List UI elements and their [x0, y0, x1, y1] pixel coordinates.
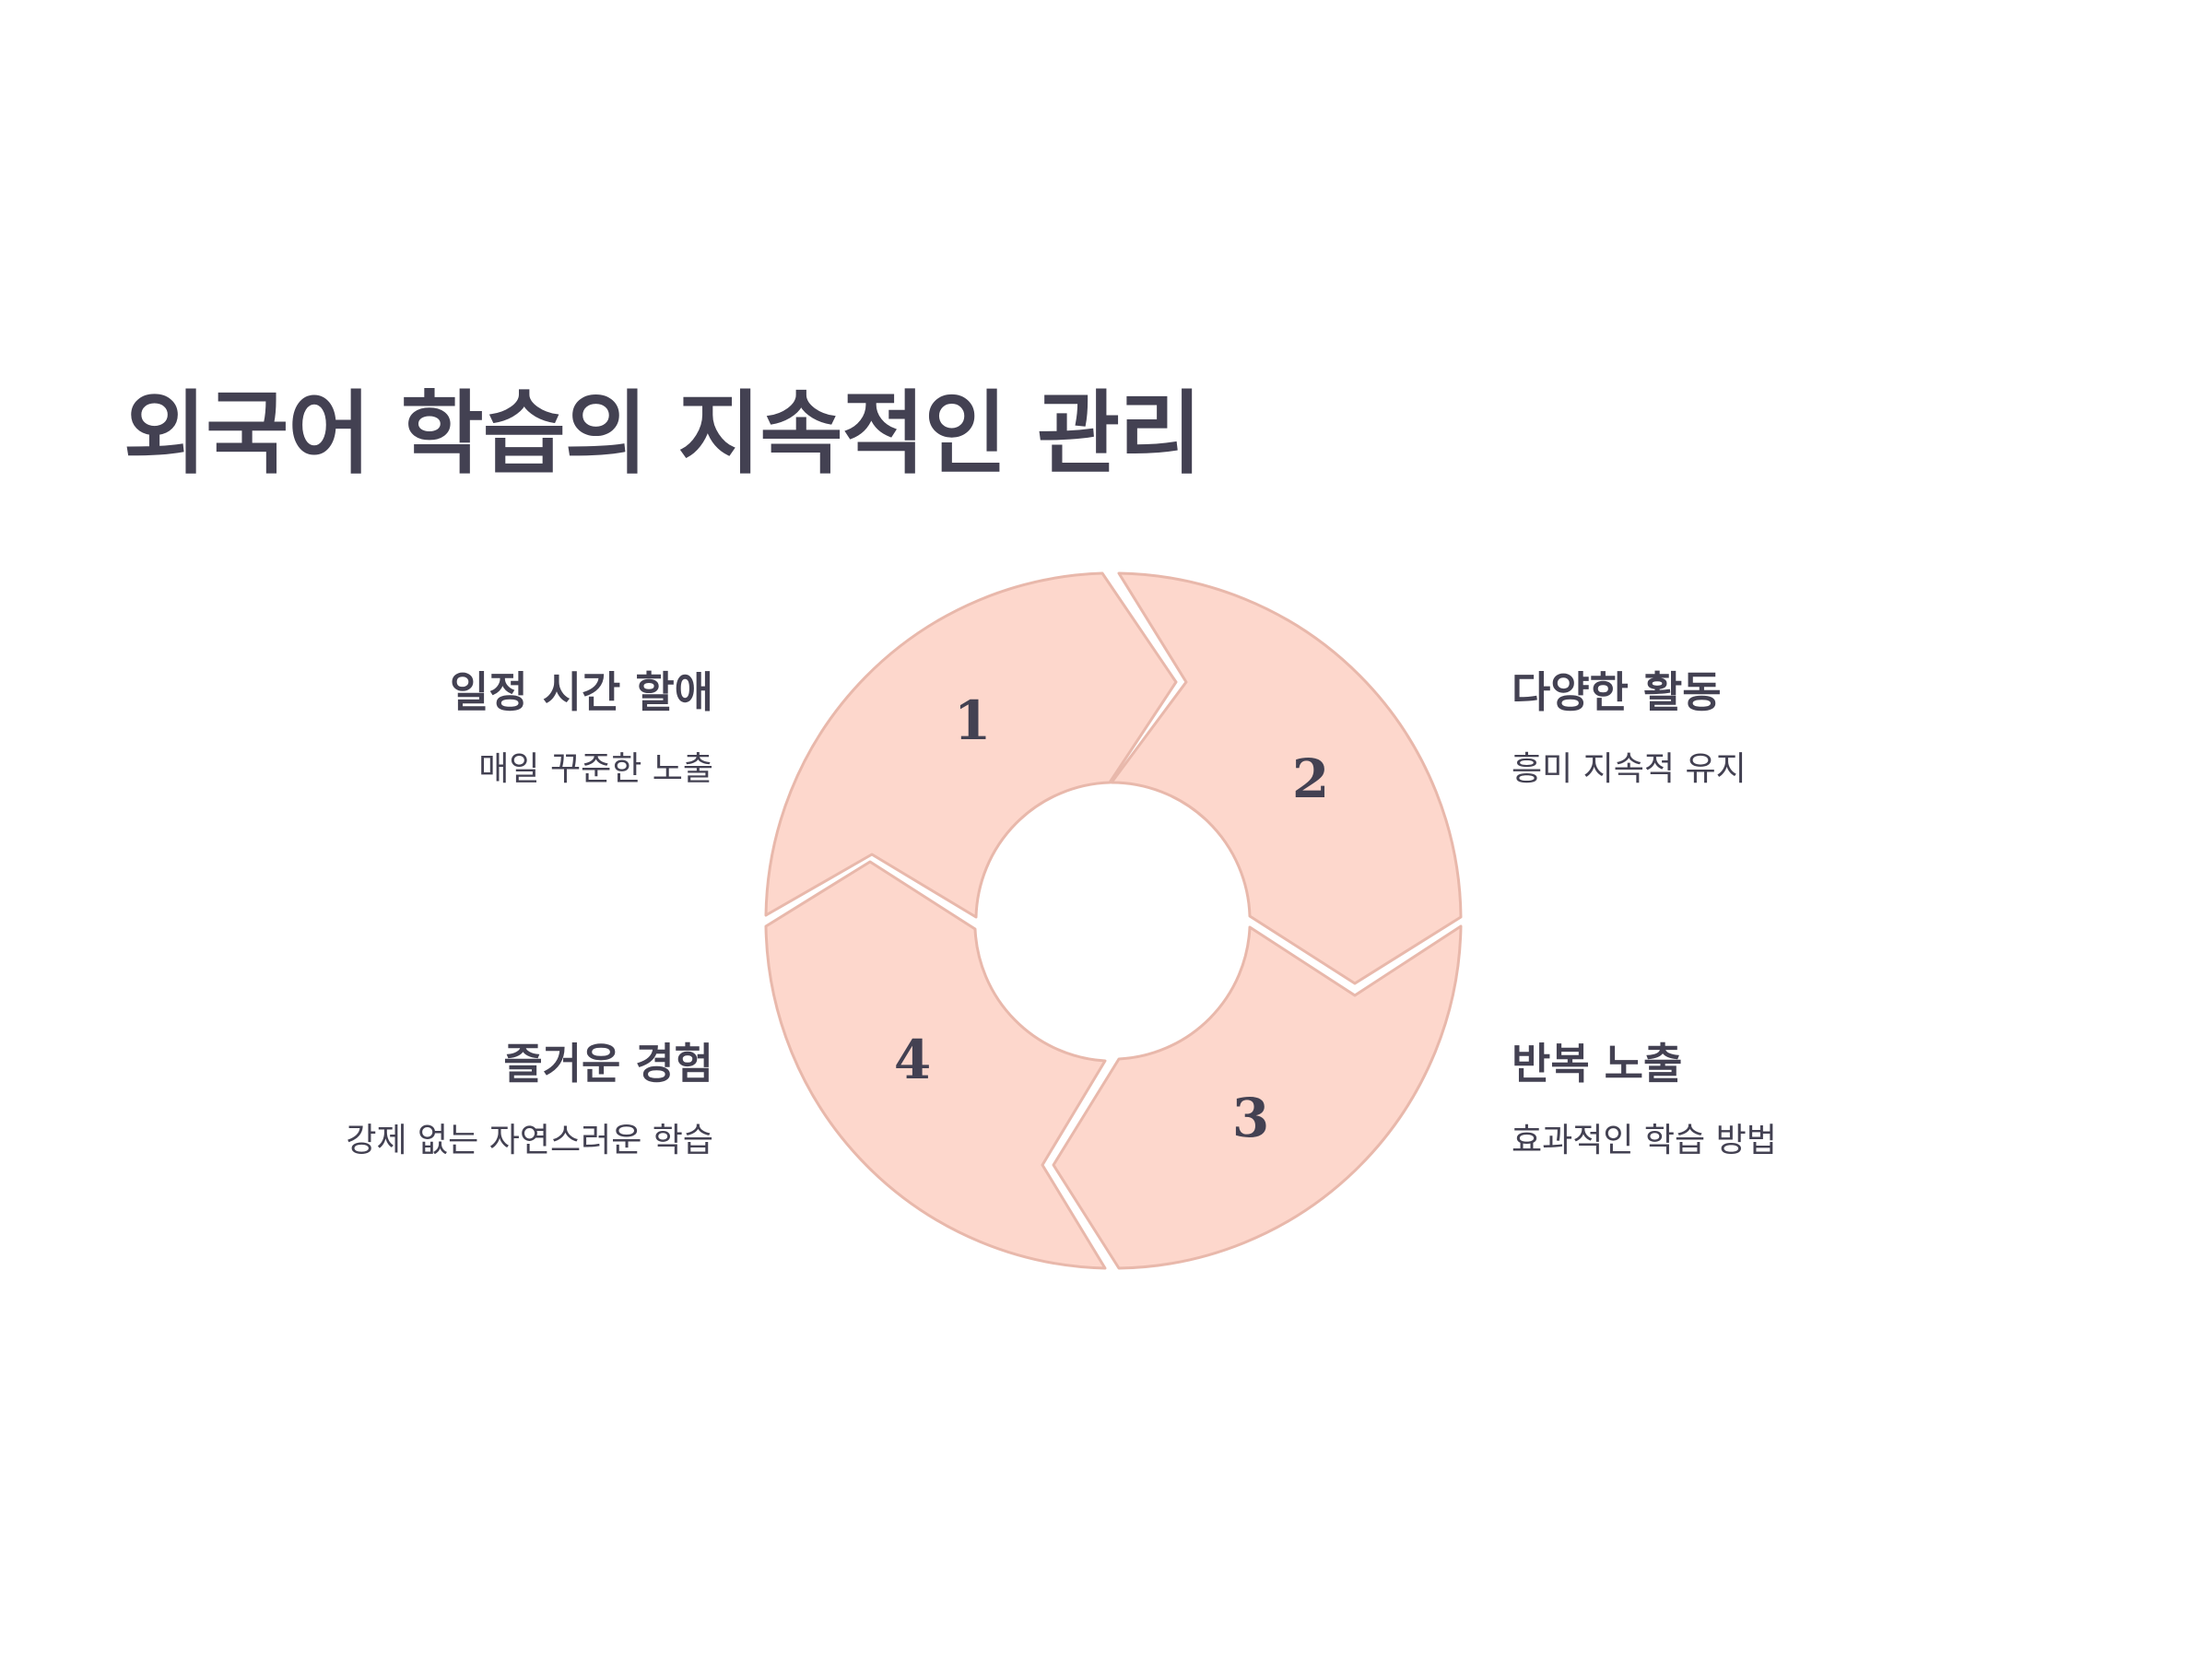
- cycle-segment-1: [764, 571, 1178, 919]
- step-4-description: 강제 없는 자연스러운 학습: [346, 1122, 713, 1160]
- step-3-description: 효과적인 학습 방법: [1512, 1122, 1777, 1160]
- step-1-title: 일정 시간 할애: [450, 667, 713, 717]
- step-2-description: 흥미 지속적 유지: [1512, 750, 1747, 789]
- step-4-title: 즐거운 경험: [503, 1039, 713, 1088]
- step-2-label: 다양한 활동 흥미 지속적 유지: [1512, 667, 1991, 789]
- step-3-label: 반복 노출 효과적인 학습 방법: [1512, 1039, 1991, 1160]
- step-3-title: 반복 노출: [1512, 1039, 1683, 1088]
- step-4-label: 즐거운 경험 강제 없는 자연스러운 학습: [234, 1039, 713, 1160]
- cycle-segment-2: [1110, 571, 1463, 985]
- cycle-number-3: 3: [1232, 1087, 1269, 1149]
- cycle-segment-4: [764, 860, 1107, 1270]
- step-1-label: 일정 시간 할애 매일 꾸준한 노출: [234, 667, 713, 789]
- step-1-description: 매일 꾸준한 노출: [478, 750, 713, 789]
- cycle-number-1: 1: [954, 689, 991, 752]
- page-title: 외국어 학습의 지속적인 관리: [124, 382, 1202, 487]
- cycle-segment-3: [1052, 924, 1463, 1270]
- step-2-title: 다양한 활동: [1512, 667, 1722, 717]
- cycle-number-4: 4: [894, 1029, 931, 1091]
- cycle-number-2: 2: [1292, 747, 1329, 810]
